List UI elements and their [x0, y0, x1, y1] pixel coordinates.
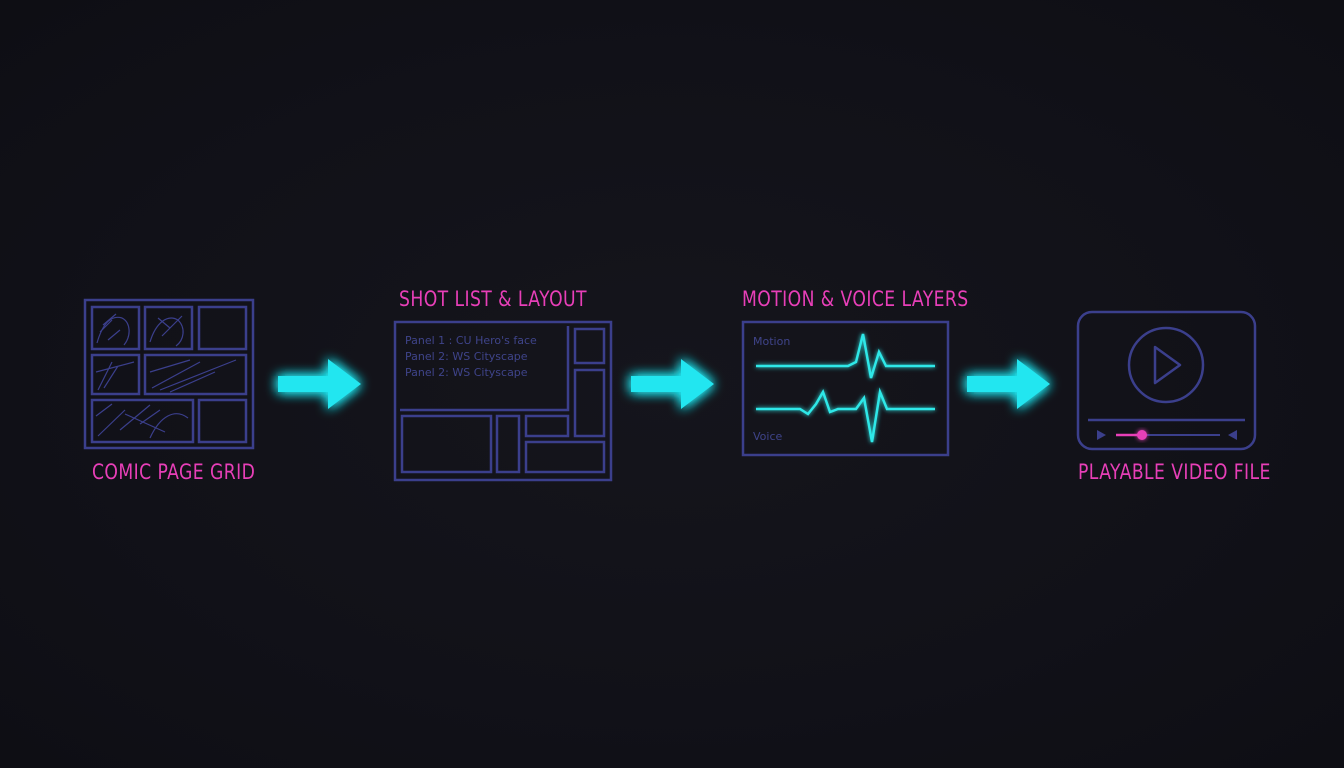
- comic-panel: [197, 305, 248, 351]
- arrow-right-icon: [278, 359, 361, 409]
- voice-waveform: [756, 387, 935, 443]
- play-icon: [1153, 345, 1182, 385]
- caption-playable-video-file: PLAYABLE VIDEO FILE: [1078, 460, 1271, 484]
- layout-panel: [495, 414, 521, 474]
- small-play-icon: [1097, 430, 1106, 440]
- volume-icon: [1228, 430, 1237, 440]
- shot-list-layout-icon: [393, 320, 613, 482]
- comic-page-grid-icon: [83, 298, 255, 450]
- comic-panel: [143, 305, 194, 351]
- shot-line-1: Panel 1 : CU Hero's face: [405, 334, 537, 347]
- layout-outline: [393, 320, 613, 482]
- comic-panel: [90, 353, 141, 396]
- caption-comic-page-grid: COMIC PAGE GRID: [92, 460, 256, 484]
- voice-label: Voice: [753, 430, 783, 443]
- layout-panel: [524, 440, 606, 474]
- comic-panel: [90, 398, 195, 444]
- waveform-layers-icon: [741, 320, 950, 457]
- sketch-lines: [95, 313, 237, 439]
- motion-label: Motion: [753, 335, 791, 348]
- shot-line-2: Panel 2: WS Cityscape: [405, 350, 528, 363]
- comic-panel: [197, 398, 248, 444]
- layout-panel: [573, 327, 606, 365]
- caption-shot-list-layout: SHOT LIST & LAYOUT: [399, 287, 587, 311]
- layout-panel: [400, 414, 493, 474]
- layout-panel: [524, 414, 570, 438]
- comic-page-outline: [83, 298, 255, 450]
- layout-panel: [573, 368, 606, 438]
- layers-panel-outline: [741, 320, 950, 457]
- caption-motion-voice-layers: MOTION & VOICE LAYERS: [742, 287, 969, 311]
- shot-line-3: Panel 2: WS Cityscape: [405, 366, 528, 379]
- comic-panel: [90, 305, 141, 351]
- arrow-right-icon: [967, 359, 1050, 409]
- scrub-knob: [1137, 430, 1147, 440]
- play-button-ring: [1127, 326, 1205, 404]
- layout-divider: [400, 326, 570, 412]
- arrow-right-icon: [631, 359, 714, 409]
- player-frame: [1076, 310, 1257, 451]
- comic-panel: [143, 353, 248, 396]
- video-player-icon: [1076, 310, 1257, 451]
- motion-waveform: [756, 333, 935, 379]
